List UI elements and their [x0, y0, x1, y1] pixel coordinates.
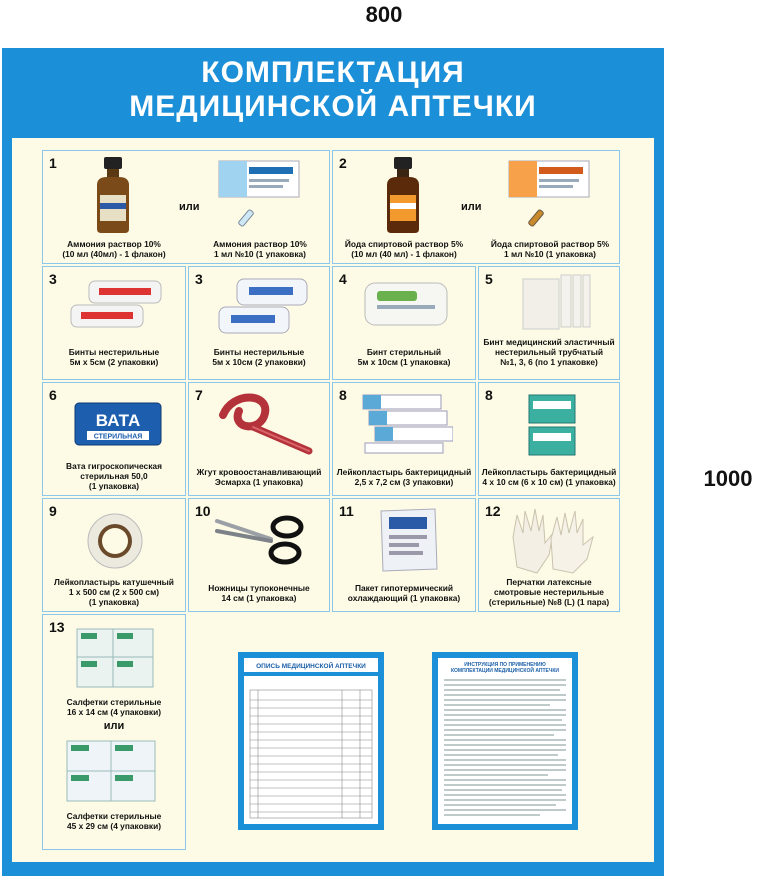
tubular-bandage-icon — [522, 274, 591, 330]
instructions-pocket-title-2: КОМПЛЕКТАЦИИ МЕДИЦИНСКОЙ АПТЕЧКИ — [451, 666, 559, 674]
height-dimension-label: 1000 — [703, 466, 753, 491]
cold-pack-icon — [380, 508, 438, 572]
inventory-table-icon — [249, 689, 373, 819]
pack-brand-text: ВАТА — [96, 411, 140, 430]
iodine-bottle-icon — [387, 157, 419, 233]
ammonia-ampoule-pack-icon — [218, 160, 300, 227]
instructions-pocket-title: ИНСТРУКЦИЯ ПО ПРИМЕНЕНИЮ — [464, 662, 546, 668]
item-cell-2: 2 или Йода спиртовой раствор 5%(10 мл (4… — [332, 150, 620, 264]
item-cell-1: 1 или Аммония раствор 10%(10 мл (40мл) -… — [42, 150, 330, 264]
sterile-bandage-icon — [364, 282, 448, 326]
poster-title: КОМПЛЕКТАЦИЯ МЕДИЦИНСКОЙ АПТЕЧКИ — [2, 56, 664, 124]
or-label: или — [461, 201, 482, 213]
item-number: 13 — [49, 619, 65, 635]
bandage-wide-rolls-icon — [218, 278, 308, 334]
item-number: 6 — [49, 387, 57, 403]
item-number: 12 — [485, 503, 501, 519]
item-number: 3 — [195, 271, 203, 287]
tourniquet-icon — [219, 393, 313, 455]
width-dimension-label: 800 — [365, 2, 403, 27]
title-line-2: МЕДИЦИНСКОЙ АПТЕЧКИ — [129, 90, 537, 123]
poster-inner-panel: 1 или Аммония раствор 10%(10 мл (40мл) -… — [12, 138, 654, 862]
or-label: или — [103, 720, 125, 732]
bandage-rolls-icon — [70, 280, 162, 328]
item-caption-2b: Йода спиртовой раствор 5%1 мл №10 (1 упа… — [490, 239, 610, 259]
or-label: или — [179, 201, 200, 213]
inventory-pocket-title: ОПИСЬ МЕДИЦИНСКОЙ АПТЕЧКИ — [256, 661, 366, 670]
ammonia-bottle-icon — [97, 157, 129, 233]
inventory-pocket: ОПИСЬ МЕДИЦИНСКОЙ АПТЕЧКИ — [238, 652, 384, 830]
adhesive-plasters-icon — [362, 394, 453, 454]
scissors-icon — [215, 515, 304, 565]
sterile-wipes-small-icon — [76, 628, 154, 688]
item-number: 5 — [485, 271, 493, 287]
tape-roll-icon — [87, 513, 143, 569]
item-number: 1 — [49, 155, 57, 171]
sterile-wipes-large-icon — [66, 740, 156, 802]
item-number: 8 — [485, 387, 493, 403]
iodine-ampoule-pack-icon — [508, 160, 590, 227]
item-caption-1b: Аммония раствор 10%1 мл №10 (1 упаковка) — [213, 239, 307, 259]
title-line-1: КОМПЛЕКТАЦИЯ — [201, 56, 465, 89]
latex-gloves-icon — [512, 508, 594, 574]
item-number: 8 — [339, 387, 347, 403]
instructions-text-icon — [444, 679, 566, 816]
item-number: 2 — [339, 155, 347, 171]
instructions-pocket: ИНСТРУКЦИЯ ПО ПРИМЕНЕНИЮ КОМПЛЕКТАЦИИ МЕ… — [432, 652, 578, 830]
item-number: 7 — [195, 387, 203, 403]
plaster-packs-icon — [528, 394, 576, 456]
item-caption-1a: Аммония раствор 10%(10 мл (40мл) - 1 фла… — [62, 239, 166, 259]
poster-board: КОМПЛЕКТАЦИЯ МЕДИЦИНСКОЙ АПТЕЧКИ 1 или — [2, 48, 664, 876]
item-number: 4 — [339, 271, 347, 287]
item-number: 9 — [49, 503, 57, 519]
item-number: 11 — [339, 503, 354, 519]
pack-sub-text: СТЕРИЛЬНАЯ — [94, 434, 143, 441]
item-caption-2a: Йода спиртовой раствор 5%(10 мл (40 мл) … — [344, 239, 464, 259]
item-number: 10 — [195, 503, 211, 519]
cotton-wool-pack-icon: ВАТА СТЕРИЛЬНАЯ — [74, 402, 162, 446]
item-number: 3 — [49, 271, 57, 287]
